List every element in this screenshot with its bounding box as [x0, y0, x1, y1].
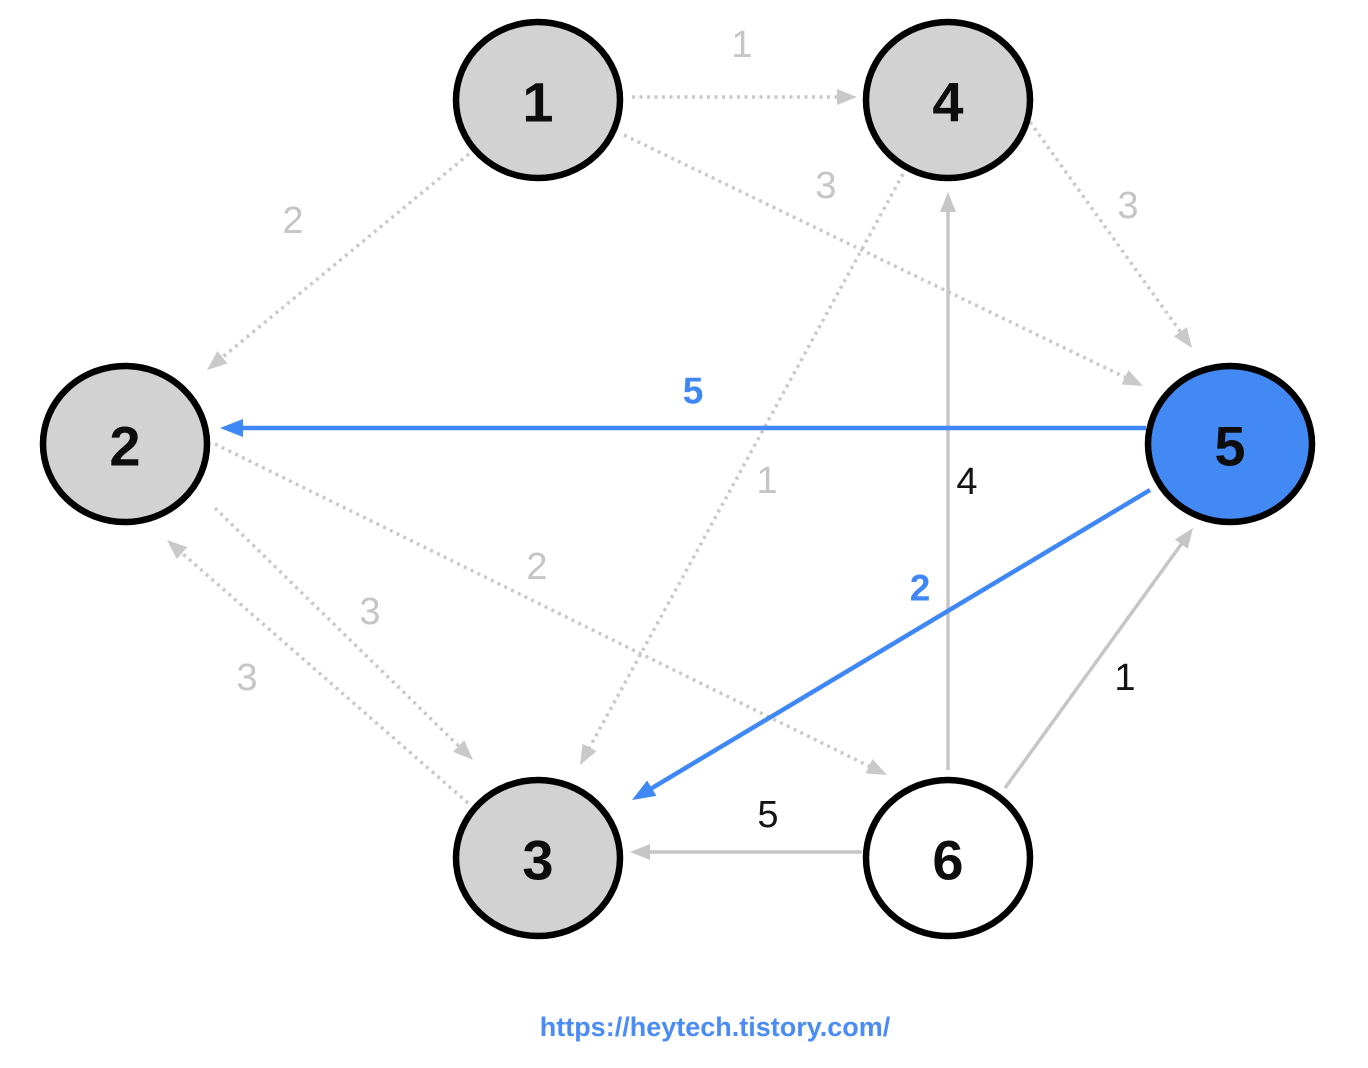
edge-6-3-weight-label: 5 [757, 794, 778, 836]
edge-1-4: 1 [632, 24, 857, 105]
edge-5-2: 5 [220, 371, 1146, 437]
footer-url: https://heytech.tistory.com/ [539, 1012, 891, 1042]
edge-4-5: 3 [1028, 120, 1192, 348]
edge-1-2-weight-label: 2 [282, 200, 303, 242]
edge-4-3: 1 [580, 173, 905, 765]
edge-4-3-arrowhead [580, 743, 597, 765]
edge-5-3-weight-label: 2 [910, 568, 931, 609]
node-1-circle [452, 18, 624, 182]
edge-1-2: 2 [207, 152, 471, 370]
edge-5-2-weight-label: 5 [683, 371, 704, 412]
edge-3-2: 3 [167, 540, 470, 805]
edge-6-4: 4 [940, 192, 978, 770]
node-6: 6 [862, 776, 1034, 940]
edge-2-6-line [214, 442, 875, 770]
edge-5-2-arrowhead [220, 419, 243, 437]
edge-4-3-weight-label: 1 [756, 460, 777, 502]
edge-1-4-weight-label: 1 [731, 24, 752, 66]
node-2-circle [39, 362, 211, 526]
node-1: 1 [452, 18, 624, 182]
edge-1-4-arrowhead [837, 89, 857, 105]
edge-1-5-line [623, 133, 1131, 382]
edge-2-3: 3 [213, 506, 473, 760]
node-3: 3 [452, 776, 624, 940]
edge-6-5-line [1003, 539, 1186, 790]
edge-4-3-line [585, 173, 905, 753]
edge-2-3-arrowhead [453, 740, 473, 760]
edge-2-6: 2 [214, 442, 887, 775]
edge-4-5-arrowhead [1173, 327, 1192, 348]
edge-6-4-arrowhead [940, 192, 956, 212]
edge-3-2-arrowhead [167, 540, 188, 560]
edge-1-2-line [217, 152, 471, 362]
node-1-label: 1 [522, 71, 553, 134]
edge-2-6-arrowhead [865, 758, 887, 775]
edge-4-5-line [1028, 120, 1185, 337]
node-4-circle [862, 18, 1034, 182]
edge-6-5: 1 [1003, 528, 1193, 790]
edge-3-2-line [177, 548, 470, 805]
edge-6-3: 5 [630, 794, 862, 860]
edge-6-5-arrowhead [1174, 528, 1193, 549]
edge-5-3: 2 [632, 488, 1152, 800]
node-5-label: 5 [1214, 415, 1245, 478]
edge-2-6-weight-label: 2 [526, 546, 547, 588]
node-3-label: 3 [522, 829, 553, 892]
edge-1-5-weight-label: 3 [815, 165, 836, 207]
edge-2-3-line [213, 506, 464, 751]
edge-2-3-weight-label: 3 [359, 591, 380, 633]
edge-5-3-line [645, 488, 1152, 794]
edge-4-5-weight-label: 3 [1117, 185, 1138, 227]
node-6-circle [862, 776, 1034, 940]
edge-1-5: 3 [623, 133, 1143, 386]
node-2-label: 2 [109, 415, 140, 478]
edge-6-3-arrowhead [630, 844, 650, 860]
node-5: 5 [1144, 362, 1316, 526]
edge-5-3-arrowhead [632, 780, 657, 800]
node-4: 4 [862, 18, 1034, 182]
node-3-circle [452, 776, 624, 940]
node-4-label: 4 [932, 71, 963, 134]
node-6-label: 6 [932, 829, 963, 892]
edge-1-2-arrowhead [207, 351, 228, 370]
edge-6-4-weight-label: 4 [956, 461, 977, 503]
node-5-circle [1144, 362, 1316, 526]
node-2: 2 [39, 362, 211, 526]
edge-3-2-weight-label: 3 [236, 657, 257, 699]
edge-1-5-arrowhead [1121, 370, 1143, 386]
edge-6-5-weight-label: 1 [1114, 657, 1135, 699]
